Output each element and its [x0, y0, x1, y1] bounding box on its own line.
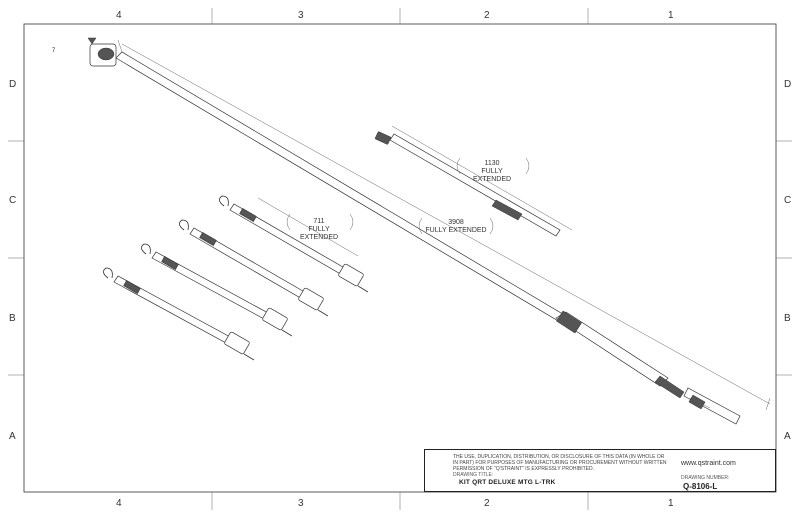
- dim-label-1130: 1130 FULLY EXTENDED: [462, 160, 522, 184]
- drawing-title-label: DRAWING TITLE:: [453, 472, 494, 478]
- title-block: THE USE, DUPLICATION, DISTRIBUTION, OR D…: [424, 449, 776, 492]
- zone-label-left-a: A: [9, 431, 16, 442]
- zone-label-right-b: B: [784, 313, 791, 324]
- drawing-number-label: DRAWING NUMBER:: [681, 475, 730, 481]
- dim-value: 1130: [484, 160, 500, 167]
- zone-label-right-a: A: [784, 431, 791, 442]
- dim-711: [257, 197, 359, 257]
- company-website: www.qstraint.com: [681, 460, 736, 467]
- medium-strap-buckle: [491, 199, 523, 221]
- j-hook-icon: [219, 195, 229, 207]
- zone-label-bottom-3: 3: [298, 498, 304, 509]
- buckle-latch: [654, 375, 685, 399]
- l-track-fitting: [338, 263, 364, 287]
- zone-label-left-d: D: [9, 79, 17, 90]
- retractor-housing: [87, 37, 117, 67]
- drawing-title: KIT QRT DELUXE MTG L-TRK: [459, 479, 556, 486]
- short-strap-assembly-1: [219, 195, 369, 293]
- medium-strap-fitting: [375, 131, 391, 145]
- zone-ticks: [8, 8, 792, 510]
- short-strap-assembly-2: [179, 219, 329, 317]
- dim-value: 711: [313, 218, 325, 225]
- zone-label-top-2: 2: [484, 10, 490, 21]
- zone-label-top-4: 4: [116, 10, 122, 21]
- dim-value: 3908: [448, 219, 464, 226]
- zone-label-bottom-2: 2: [484, 498, 490, 509]
- long-strap-assembly: [87, 37, 771, 425]
- j-hook-icon: [179, 219, 189, 231]
- drawing-border: [23, 23, 777, 493]
- zone-label-bottom-4: 4: [116, 498, 122, 509]
- zone-label-left-c: C: [9, 195, 17, 206]
- l-track-fitting: [298, 287, 324, 311]
- tongue-strap: [683, 387, 741, 425]
- zone-label-left-b: B: [9, 313, 16, 324]
- zone-label-top-3: 3: [298, 10, 304, 21]
- long-strap-webbing: [115, 51, 567, 323]
- l-track-fitting: [262, 307, 288, 331]
- dim-line-1130: [391, 125, 573, 231]
- zone-label-bottom-1: 1: [668, 498, 674, 509]
- dim-note: FULLY EXTENDED: [299, 226, 339, 241]
- zone-label-right-c: C: [784, 195, 792, 206]
- medium-strap-assembly: [375, 125, 573, 237]
- j-hook-icon: [141, 243, 151, 255]
- dim-line-3908: [121, 43, 771, 405]
- zone-label-right-d: D: [784, 79, 792, 90]
- l-track-fitting: [224, 331, 250, 355]
- copyright-notice: THE USE, DUPLICATION, DISTRIBUTION, OR D…: [453, 454, 667, 472]
- j-hook-icon: [103, 267, 113, 279]
- dim-label-711: 711 FULLY EXTENDED: [290, 218, 348, 242]
- corner-mark: 7: [52, 48, 56, 54]
- dim-label-3908: 3908 FULLY EXTENDED: [424, 219, 488, 235]
- zone-label-top-1: 1: [668, 10, 674, 21]
- short-strap-assembly-4: [103, 267, 255, 361]
- drawing-number: Q-8106-L: [683, 482, 718, 491]
- dim-note: FULLY EXTENDED: [425, 227, 487, 234]
- dim-note: FULLY EXTENDED: [472, 168, 512, 183]
- short-strap-assembly-3: [141, 243, 293, 337]
